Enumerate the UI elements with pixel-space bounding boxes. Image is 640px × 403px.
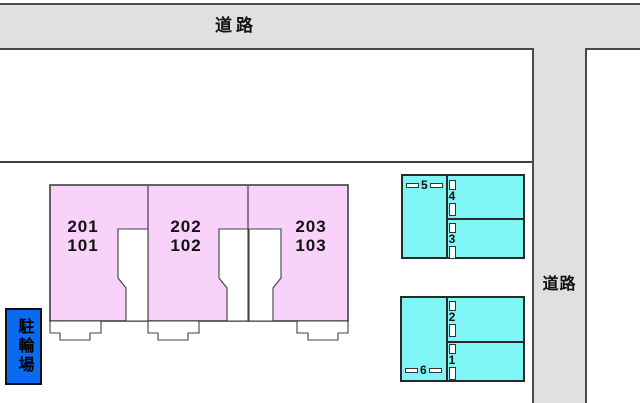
parking-space-6: 6 — [405, 364, 442, 377]
space-marker-icon — [448, 301, 456, 311]
parking-divider-horizontal — [446, 218, 523, 220]
parking-space-3: 3 — [444, 223, 460, 259]
space-number: 3 — [448, 232, 456, 246]
top-road-label: 道路 — [215, 16, 257, 35]
right-road-left-border — [532, 48, 534, 403]
room-number-upper: 202 — [170, 217, 202, 236]
space-number: 4 — [448, 189, 456, 203]
entrance-step-2 — [147, 320, 200, 341]
parking-space-2: 2 — [444, 301, 460, 337]
right-road-right-border — [585, 48, 587, 403]
top-road-lower-border-left — [0, 48, 532, 50]
parking-divider-vertical — [446, 176, 448, 257]
right-road-label: 道路 — [542, 276, 577, 293]
top-road-upper-border — [0, 3, 640, 5]
room-number-lower: 103 — [295, 236, 327, 255]
parking-space-1: 1 — [444, 344, 460, 380]
unit-label-3: 203 103 — [280, 217, 342, 255]
bicycle-parking-area: 駐輪場 — [5, 308, 42, 385]
parking-block-lower: 2 1 6 — [400, 296, 525, 382]
parking-space-5: 5 — [406, 179, 443, 192]
parking-block-upper: 5 4 3 — [401, 174, 525, 259]
space-marker-icon — [448, 324, 456, 337]
space-number: 6 — [420, 363, 427, 377]
parking-space-4: 4 — [444, 180, 460, 216]
unit-label-2: 202 102 — [155, 217, 217, 255]
space-marker-icon — [448, 344, 456, 354]
space-number: 2 — [448, 310, 456, 324]
entrance-step-1 — [49, 320, 102, 341]
space-marker-icon — [405, 368, 418, 373]
top-road-lower-border-right — [587, 48, 640, 50]
room-number-upper: 201 — [67, 217, 99, 236]
entrance-cutout-unit3 — [248, 228, 282, 322]
right-road — [534, 5, 585, 403]
space-marker-icon — [428, 368, 442, 373]
entrance-cutout-unit1 — [117, 228, 149, 322]
parking-divider-horizontal — [446, 341, 523, 343]
entrance-cutout-unit2 — [218, 228, 249, 322]
space-marker-icon — [448, 180, 456, 190]
space-marker-icon — [448, 246, 456, 259]
space-number: 1 — [448, 353, 456, 367]
site-boundary-line — [0, 161, 532, 163]
entrance-step-3 — [296, 320, 349, 341]
space-marker-icon — [448, 223, 456, 233]
space-marker-icon — [406, 183, 419, 188]
room-number-lower: 102 — [170, 236, 202, 255]
space-marker-icon — [448, 367, 456, 380]
space-marker-icon — [448, 203, 456, 216]
top-road — [0, 5, 640, 48]
room-number-upper: 203 — [295, 217, 327, 236]
bicycle-parking-label: 駐輪場 — [15, 318, 33, 375]
unit-label-1: 201 101 — [52, 217, 114, 255]
room-number-lower: 101 — [67, 236, 99, 255]
parking-divider-vertical — [446, 298, 448, 380]
space-marker-icon — [429, 183, 443, 188]
space-number: 5 — [421, 178, 428, 192]
